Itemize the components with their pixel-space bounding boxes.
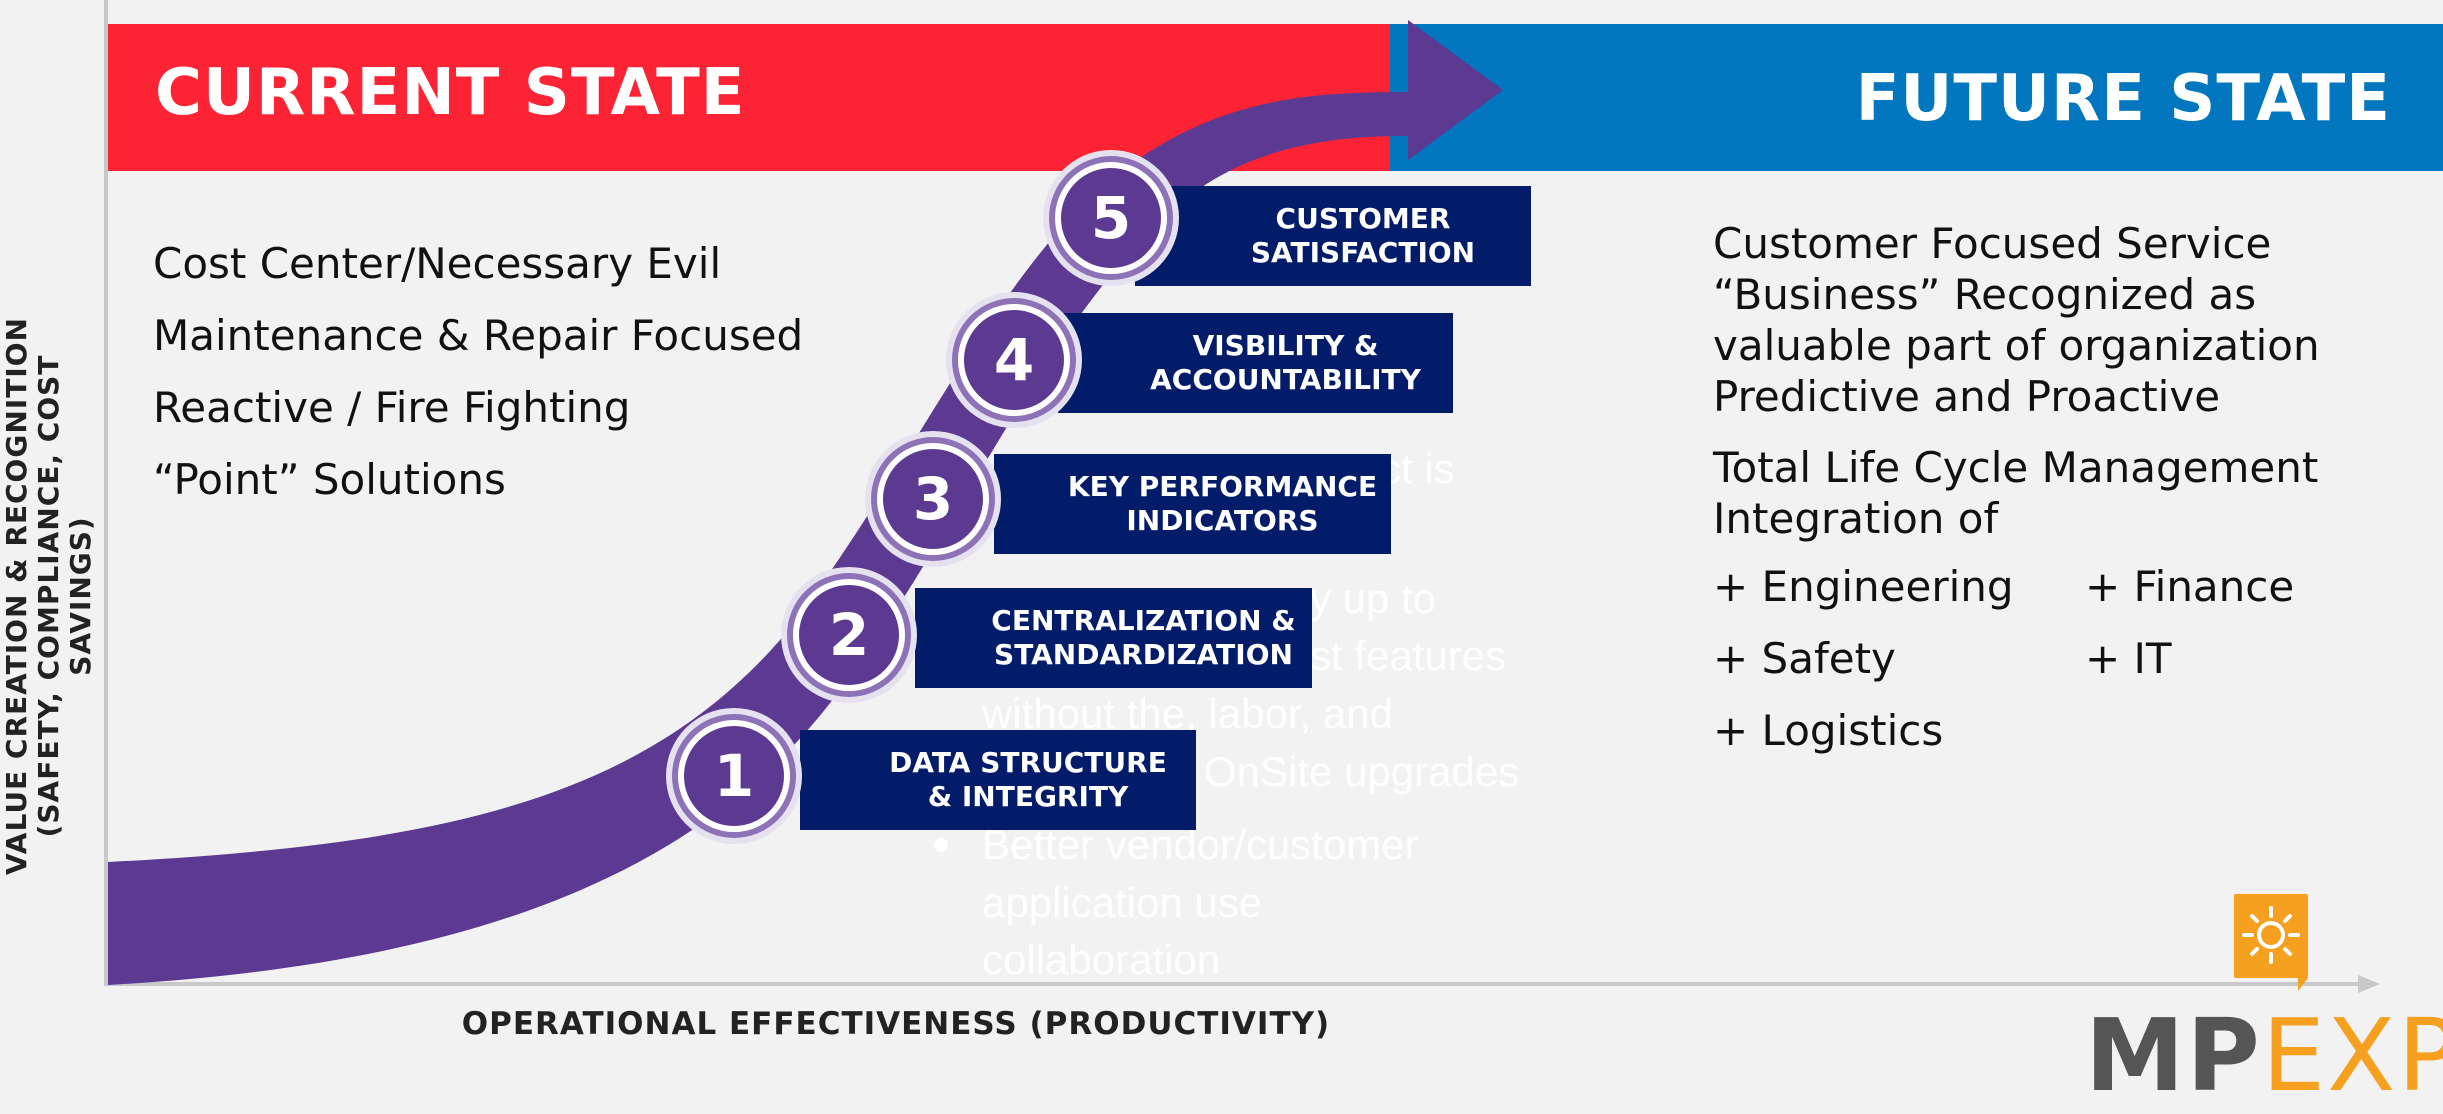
integration-item: + Logistics (1713, 706, 1944, 755)
future-state-text: Customer Focused Service “Business” Reco… (1713, 218, 2433, 760)
x-axis-arrowhead (2358, 975, 2380, 993)
step-4-number-badge: 4 (958, 304, 1070, 416)
future-state-line: Predictive and Proactive (1713, 372, 2221, 421)
x-axis-line (104, 982, 2364, 986)
step-4-label: VISBILITY & ACCOUNTABILITY (1058, 313, 1453, 413)
logo-mp: MP (2085, 997, 2262, 1114)
company-logo: MPEXPO (2085, 1006, 2443, 1106)
integration-item: + Safety (1713, 634, 1896, 683)
step-1-label: DATA STRUCTURE & INTEGRITY (800, 730, 1196, 830)
step-1-number-badge: 1 (678, 720, 790, 832)
step-5-label: CUSTOMER SATISFACTION (1135, 186, 1531, 286)
integration-grid: + Engineering + Finance + Safety + IT + … (1713, 558, 2433, 760)
lifecycle-line: Total Life Cycle Management (1713, 443, 2319, 492)
step-5-number-badge: 5 (1055, 162, 1167, 274)
future-state-line: Customer Focused Service (1713, 219, 2272, 268)
x-axis-label: OPERATIONAL EFFECTIVENESS (PRODUCTIVITY) (461, 1006, 1331, 1042)
background-fragment: application use (982, 879, 1263, 926)
current-state-item: Reactive / Fire Fighting (153, 383, 631, 432)
current-state-item: “Point” Solutions (153, 455, 506, 504)
background-fragment: OnSite upgrades (1204, 748, 1520, 795)
background-fragment: y up to (1310, 575, 1437, 622)
bullet-icon (934, 838, 948, 852)
integration-item: + Finance (2085, 562, 2295, 611)
logo-expo: EXPO (2261, 997, 2443, 1114)
growth-arrow-body (108, 20, 1503, 985)
future-state-band (1390, 24, 2443, 171)
future-state-line: valuable part of organization (1713, 321, 2320, 370)
future-state-line: “Business” Recognized as (1713, 270, 2257, 319)
current-state-title: CURRENT STATE (155, 56, 746, 130)
step-3-label: KEY PERFORMANCE INDICATORS (994, 454, 1391, 554)
future-state-title: FUTURE STATE (1855, 62, 2391, 136)
current-state-item: Cost Center/Necessary Evil (153, 239, 722, 288)
background-fragment: collaboration (982, 936, 1221, 983)
current-state-list: Cost Center/Necessary Evil Maintenance &… (153, 228, 803, 516)
sun-logo-icon (2234, 894, 2308, 991)
background-fragment: without the, labor, and (982, 690, 1393, 737)
y-axis-label: VALUE CREATION & RECOGNITION (SAFETY, CO… (0, 317, 97, 875)
background-fragment: ct is (1380, 445, 1455, 492)
y-axis-line (104, 0, 108, 985)
integration-item: + Engineering (1713, 562, 2014, 611)
integration-item: + IT (2085, 634, 2172, 683)
step-2-number-badge: 2 (793, 579, 905, 691)
background-fragment: st features (1310, 632, 1507, 679)
step-3-number-badge: 3 (877, 443, 989, 555)
current-state-item: Maintenance & Repair Focused (153, 311, 804, 360)
growth-arrow (108, 20, 1503, 985)
lifecycle-line: Integration of (1713, 494, 1999, 543)
step-2-label: CENTRALIZATION & STANDARDIZATION (915, 588, 1312, 688)
